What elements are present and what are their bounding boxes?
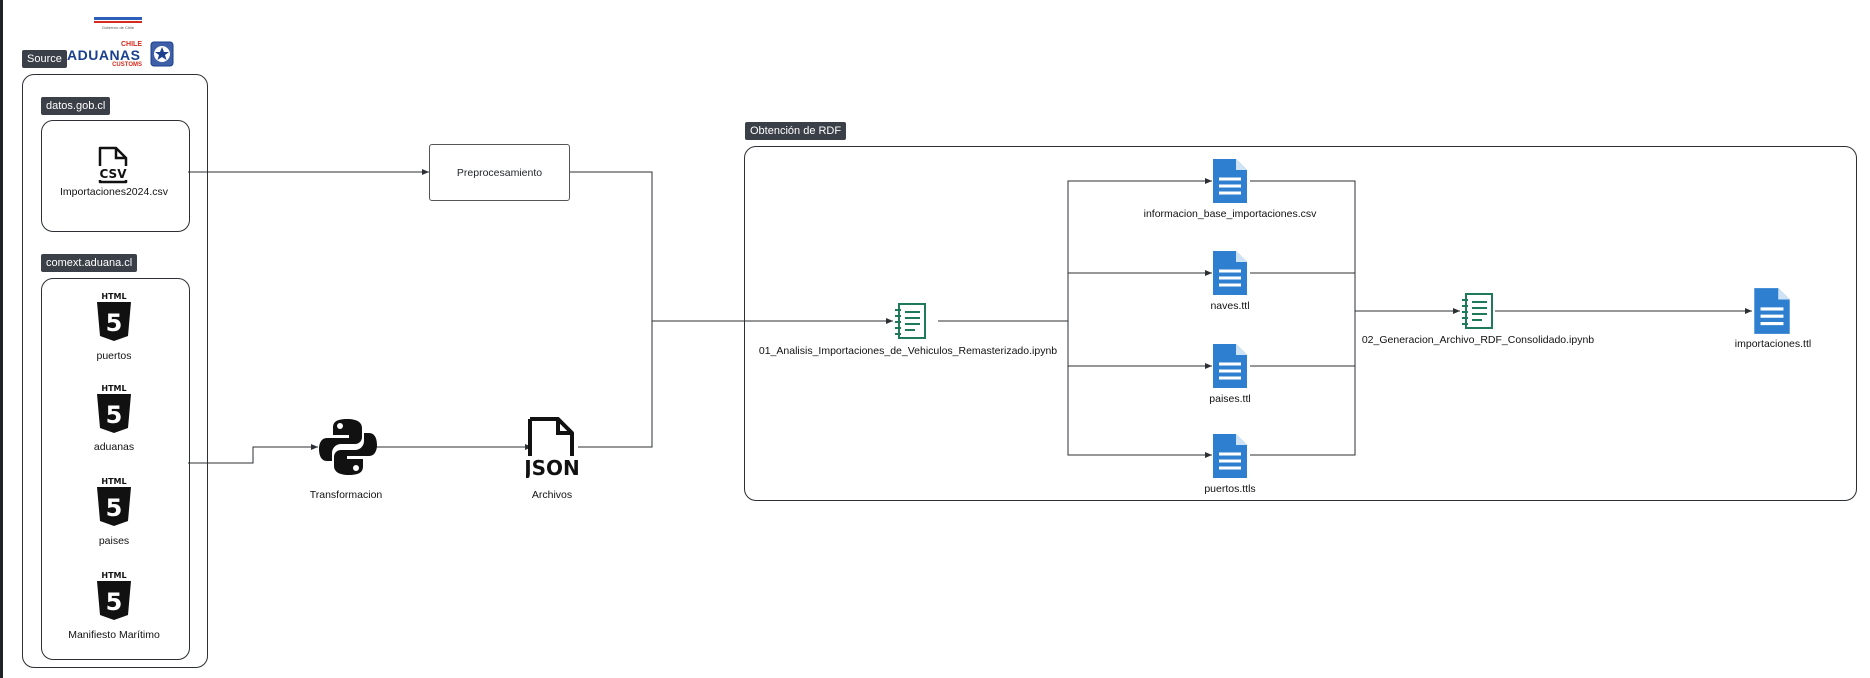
aduanas-label: aduanas xyxy=(93,441,135,453)
html5-icon-aduanas: HTML 5 xyxy=(97,384,131,433)
svg-text:HTML: HTML xyxy=(101,292,126,301)
edge-nb1-to-puertos xyxy=(1067,366,1212,458)
group-label-comext: comext.aduana.cl xyxy=(41,254,138,272)
datos-group xyxy=(41,120,190,232)
edge-naves-to-nb2 xyxy=(1250,272,1356,311)
notebook-icon-02 xyxy=(1462,293,1493,329)
rdf-group xyxy=(744,146,1857,501)
edge-nb1-to-naves xyxy=(1067,270,1212,321)
comext-group xyxy=(41,278,190,660)
edge-nb1-to-paises xyxy=(1067,321,1212,369)
paises-label: paises xyxy=(98,535,130,547)
gov-text: Gobierno de Chile xyxy=(101,25,135,30)
edge-info-to-nb2 xyxy=(1250,180,1460,314)
group-label-datos: datos.gob.cl xyxy=(41,97,111,115)
edge-html-to-transformacion xyxy=(188,444,318,464)
aduanas-shield-icon xyxy=(150,41,174,67)
aduanas-chile-logo: CHILE ADUANAS CUSTOMS xyxy=(67,41,177,69)
document-icon-info-base xyxy=(1213,159,1247,203)
json-file-icon: JSON xyxy=(526,417,578,478)
notebook1-label: 01_Analisis_Importaciones_de_Vehiculos_R… xyxy=(758,345,1058,357)
svg-text:5: 5 xyxy=(106,494,123,522)
csv-file-icon: CSV xyxy=(98,146,128,184)
logo-aduanas-text: ADUANAS xyxy=(67,47,141,63)
logo-chile-text: CHILE xyxy=(121,41,142,48)
group-label-rdf: Obtención de RDF xyxy=(745,122,847,140)
group-label-source: Source xyxy=(22,50,67,68)
importaciones-label: importaciones.ttl xyxy=(1734,338,1812,350)
preprocesamiento-node[interactable]: Preprocesamiento xyxy=(429,144,570,201)
manifiesto-label: Manifiesto Marítimo xyxy=(68,629,160,641)
notebook2-label: 02_Generacion_Archivo_RDF_Consolidado.ip… xyxy=(1361,334,1595,346)
edge-preprocesamiento-to-notebook1 xyxy=(568,171,893,324)
gobierno-de-chile-logo: Gobierno de Chile xyxy=(94,17,142,31)
notebook-icon-01 xyxy=(895,303,926,339)
puertos-label: puertos xyxy=(96,350,132,362)
canvas-left-border xyxy=(0,0,3,678)
csv-badge-text: CSV xyxy=(100,167,128,181)
paises-ttl-label: paises.ttl xyxy=(1209,393,1251,405)
svg-text:5: 5 xyxy=(106,401,123,429)
svg-text:HTML: HTML xyxy=(101,571,126,580)
document-icon-naves xyxy=(1213,251,1247,295)
svg-text:5: 5 xyxy=(106,309,123,337)
html5-icon-manifiesto: HTML 5 xyxy=(97,571,131,620)
edge-json-to-merge xyxy=(578,321,653,448)
python-icon xyxy=(319,419,377,475)
flag-stripe-red xyxy=(94,21,142,23)
document-icon-puertos xyxy=(1213,434,1247,478)
json-badge-text: JSON xyxy=(526,456,578,478)
naves-label: naves.ttl xyxy=(1210,300,1250,312)
puertos-ttls-label: puertos.ttls xyxy=(1204,483,1256,495)
svg-text:HTML: HTML xyxy=(101,384,126,393)
svg-text:HTML: HTML xyxy=(101,477,126,486)
csv-file-label: Importaciones2024.csv xyxy=(60,186,168,198)
source-group xyxy=(22,74,208,668)
document-icon-paises xyxy=(1213,344,1247,388)
svg-text:5: 5 xyxy=(106,588,123,616)
transformacion-label: Transformacion xyxy=(309,489,383,501)
edge-nb1-to-info xyxy=(938,178,1212,322)
document-icon-importaciones xyxy=(1754,288,1790,334)
edge-paises-to-nb2 xyxy=(1250,311,1356,367)
flag-stripe-blue xyxy=(94,17,142,20)
logo-customs-text: CUSTOMS xyxy=(112,62,142,68)
html5-icon-paises: HTML 5 xyxy=(97,477,131,526)
archivos-label: Archivos xyxy=(531,489,573,501)
edge-puertos-to-nb2 xyxy=(1250,366,1356,456)
html5-icon-puertos: HTML 5 xyxy=(97,292,131,341)
info-base-label: informacion_base_importaciones.csv xyxy=(1143,208,1317,220)
